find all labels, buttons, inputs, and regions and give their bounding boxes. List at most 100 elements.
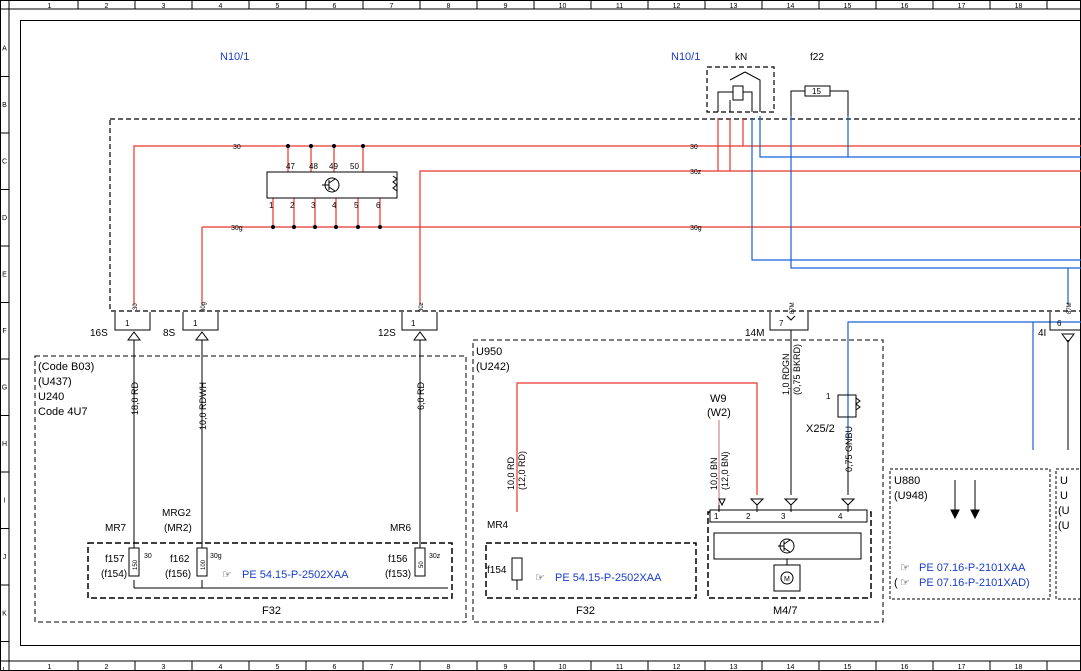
vlabel-12s: 30z bbox=[419, 302, 425, 312]
relay-kn bbox=[706, 66, 775, 113]
grid-col-label: 11 bbox=[616, 664, 623, 671]
grid-row-label: K bbox=[2, 610, 7, 617]
group-code-b03 bbox=[34, 355, 467, 623]
bus-30g-left-label: 30g bbox=[231, 225, 243, 232]
n10-1-label-left: N10/1 bbox=[220, 51, 249, 63]
u-cut-1: U bbox=[1060, 475, 1068, 487]
ref-icon-mid: ☞ bbox=[535, 572, 545, 584]
ref-link-r1[interactable]: PE 07.16-P-2101XAA bbox=[919, 562, 1026, 574]
grid-col-label: 5 bbox=[276, 664, 280, 671]
grid-col-label: 2 bbox=[105, 3, 109, 10]
grid-col-label: 7 bbox=[390, 664, 394, 671]
code-b03-label: (Code B03) bbox=[38, 361, 94, 373]
grid-col-label: 18 bbox=[1015, 3, 1023, 10]
wire-label-mr4a: 10,0 RD bbox=[506, 456, 516, 490]
fuse-box-f32-mid bbox=[485, 542, 697, 599]
connector-16s: 16S bbox=[90, 328, 108, 339]
grid-col-label: 18 bbox=[1015, 664, 1023, 671]
m4-7-label: M4/7 bbox=[773, 605, 797, 617]
grid-row-label: C bbox=[2, 158, 7, 165]
grid-col-label: 14 bbox=[787, 664, 795, 671]
x25-2-label: X25/2 bbox=[806, 423, 835, 435]
connector-x25-2 bbox=[837, 394, 861, 418]
bus-30-right-label: 30 bbox=[690, 144, 698, 151]
wire-label-w9a: 10,0 BN bbox=[709, 457, 719, 490]
f157-label: f157 bbox=[105, 554, 125, 565]
connector-14m: 14M bbox=[745, 328, 764, 339]
grid-col-label: 10 bbox=[559, 3, 567, 10]
vlabel-14m: 87M bbox=[790, 302, 796, 314]
bus-30g-right-label: 30g bbox=[690, 225, 702, 232]
motor-m-label: M bbox=[784, 576, 790, 583]
motor-pin-1: 1 bbox=[714, 512, 719, 521]
grid-col-label: 17 bbox=[958, 664, 966, 671]
mr7-label: MR7 bbox=[105, 523, 127, 534]
u437-label: (U437) bbox=[38, 376, 72, 388]
pin-50: 50 bbox=[350, 162, 359, 171]
kn-label: kN bbox=[735, 52, 747, 63]
pin-12s: 1 bbox=[411, 319, 416, 328]
ref-link-left[interactable]: PE 54.15-P-2502XAA bbox=[242, 569, 349, 581]
grid-col-label: 8 bbox=[447, 3, 451, 10]
u-cut-2: U bbox=[1060, 490, 1068, 502]
pin-6: 6 bbox=[376, 201, 381, 210]
pin-8s: 1 bbox=[193, 319, 198, 328]
grid-col-label: 12 bbox=[673, 3, 681, 10]
vlabel-8s: 30g bbox=[201, 302, 207, 312]
grid-col-label: 8 bbox=[447, 664, 451, 671]
pin-2: 2 bbox=[290, 201, 295, 210]
transistor-block bbox=[266, 171, 398, 199]
wire-label-14b: (0,75 BKRD) bbox=[792, 344, 802, 395]
grid-col-label: 14 bbox=[787, 3, 795, 10]
wire-label-mr7: 18,0 RD bbox=[130, 381, 140, 415]
grid-col-label: 10 bbox=[559, 664, 567, 671]
u880-arrows bbox=[950, 480, 980, 520]
wire-label-mr6: 6,0 RD bbox=[416, 381, 426, 410]
motor-pin-3: 3 bbox=[781, 512, 786, 521]
pin-14m: 7 bbox=[779, 319, 784, 328]
motor-pin-2: 2 bbox=[746, 512, 751, 521]
wire-label-x25: 0,75 GNBU bbox=[844, 426, 854, 472]
pin-5: 5 bbox=[354, 201, 359, 210]
u-cut-4: (U bbox=[1058, 520, 1070, 532]
u948-label: (U948) bbox=[894, 490, 928, 502]
u-cut-3: (U bbox=[1058, 505, 1070, 517]
pin-16s: 1 bbox=[125, 319, 130, 328]
motor-pin-4: 4 bbox=[838, 512, 843, 521]
ref-link-r2[interactable]: PE 07.16-P-2101XAD) bbox=[919, 577, 1030, 589]
grid-row-label: G bbox=[2, 384, 7, 391]
ref-icon-r2: ☞ bbox=[900, 577, 910, 589]
grid-row-label: F bbox=[2, 328, 6, 335]
wire-label-mrg2: 10,0 RDWH bbox=[198, 382, 208, 430]
bus-30-left-label: 30 bbox=[233, 144, 241, 151]
f156-paren-label: (f156) bbox=[165, 569, 191, 580]
pin-48: 48 bbox=[309, 162, 318, 171]
grid-col-label: 2 bbox=[105, 664, 109, 671]
grid-col-label: 5 bbox=[276, 3, 280, 10]
group-u-right bbox=[1055, 468, 1081, 600]
wire-label-14a: 1,0 RDGN bbox=[781, 353, 791, 395]
grid-col-label: 15 bbox=[844, 664, 852, 671]
grid-column-markers: 1122334455667788991010111112121313141415… bbox=[48, 0, 1048, 671]
u240-label: U240 bbox=[38, 391, 64, 403]
ref-link-mid[interactable]: PE 54.15-P-2502XAA bbox=[555, 572, 662, 584]
grid-col-label: 6 bbox=[333, 664, 337, 671]
fuse-f22 bbox=[790, 85, 849, 116]
grid-col-label: 13 bbox=[730, 3, 738, 10]
grid-col-label: 12 bbox=[673, 664, 681, 671]
fan-motor-m4-7 bbox=[707, 498, 872, 599]
vlabel-16s: 30 bbox=[133, 303, 139, 310]
mr4-label: MR4 bbox=[487, 520, 509, 531]
w9-label: W9 bbox=[710, 393, 727, 405]
n10-1-label-right: N10/1 bbox=[671, 51, 700, 63]
f154-paren-label: (f154) bbox=[101, 569, 127, 580]
code-4u7-label: Code 4U7 bbox=[38, 406, 88, 418]
u242-label: (U242) bbox=[476, 361, 510, 373]
mr2-label: (MR2) bbox=[164, 523, 192, 534]
grid-row-label: B bbox=[2, 102, 7, 109]
grid-row-label: L bbox=[3, 667, 7, 671]
u880-label: U880 bbox=[894, 475, 920, 487]
f154-label: f154 bbox=[487, 565, 507, 576]
ref-icon-left: ☞ bbox=[222, 569, 232, 581]
